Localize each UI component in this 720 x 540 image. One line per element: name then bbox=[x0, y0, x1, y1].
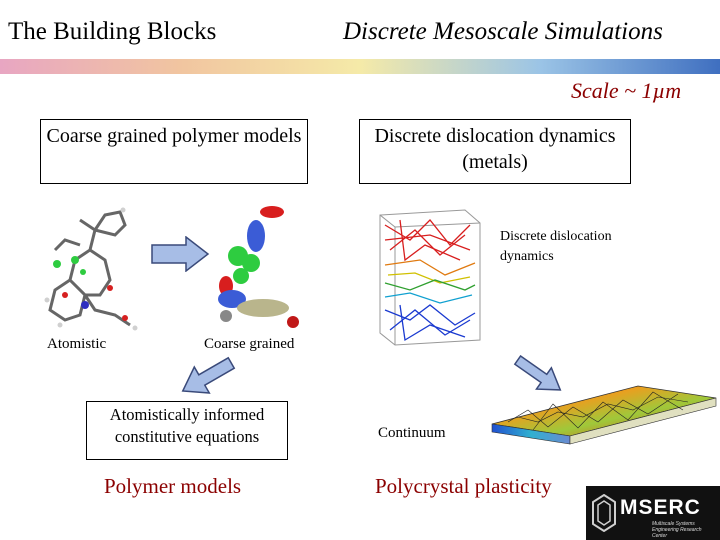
header-right-title: Discrete Mesoscale Simulations bbox=[343, 18, 663, 45]
hexagon-logo-icon bbox=[592, 494, 616, 532]
polycrystal-plasticity-label: Polycrystal plasticity bbox=[375, 474, 552, 498]
dislocation-dynamics-label: Discrete dislocation dynamics bbox=[500, 229, 612, 264]
down-left-arrow bbox=[181, 356, 236, 394]
polycrystal-slab-image bbox=[491, 385, 717, 445]
coarse-grained-polymer-box: Coarse grained polymer models bbox=[40, 119, 308, 184]
dislocation-dynamics-image bbox=[379, 209, 481, 346]
logo-text: MSERC bbox=[620, 496, 701, 519]
continuum-label: Continuum bbox=[378, 425, 446, 441]
scale-label: Scale ~ 1µm bbox=[571, 78, 682, 103]
coarse-grained-label: Coarse grained bbox=[204, 336, 295, 352]
coarse-grained-blob-image bbox=[218, 206, 299, 328]
mserc-logo: MSERC Multiscale Systems Engineering Res… bbox=[586, 486, 720, 540]
right-arrow bbox=[151, 236, 210, 272]
down-right-arrow bbox=[513, 355, 562, 391]
discrete-dislocation-box: Discrete dislocation dynamics (metals) bbox=[359, 119, 631, 184]
atomistic-molecule-image bbox=[44, 207, 138, 331]
polymer-models-label: Polymer models bbox=[104, 474, 242, 498]
header-gradient-bar bbox=[0, 59, 720, 74]
constitutive-equations-box: Atomistically informed constitutive equa… bbox=[86, 401, 288, 460]
logo-subtext: Multiscale Systems Engineering Research … bbox=[652, 521, 702, 539]
header-left-title: The Building Blocks bbox=[8, 18, 217, 45]
atomistic-label: Atomistic bbox=[47, 336, 107, 352]
